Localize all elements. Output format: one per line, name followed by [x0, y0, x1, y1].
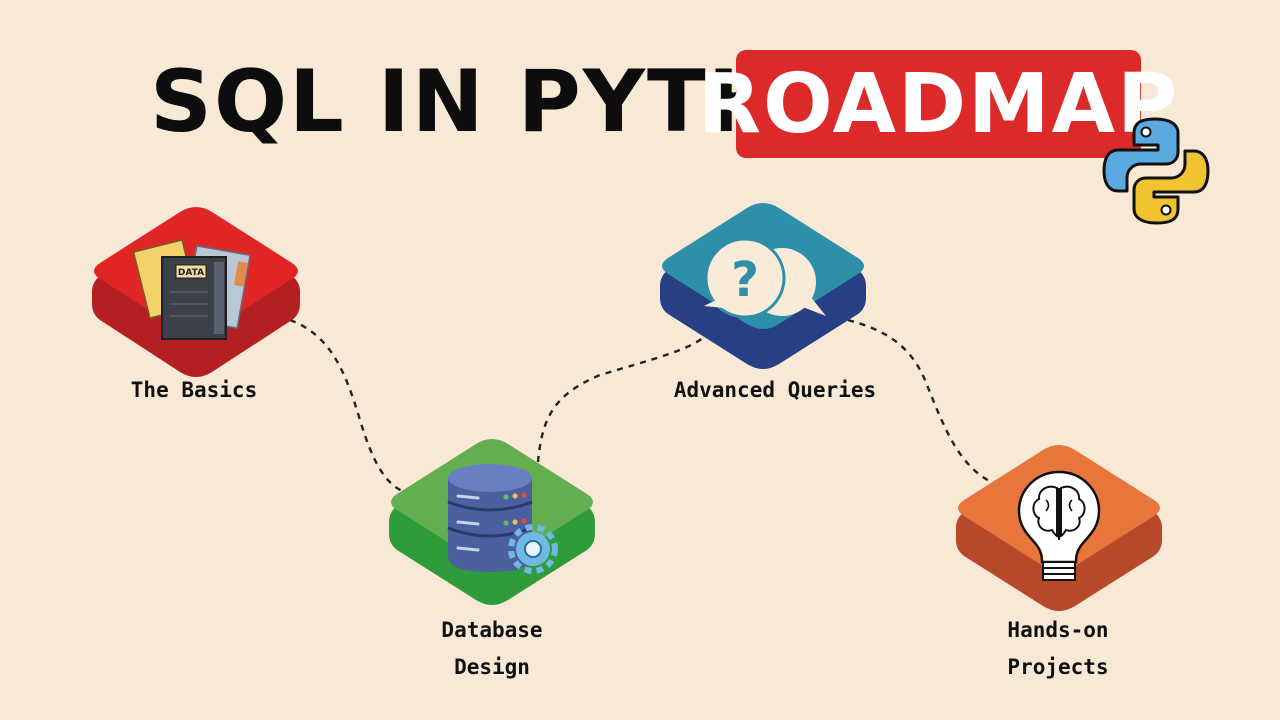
node-label-advanced-queries: Advanced Queries: [640, 372, 910, 409]
node-the-basics: DATA: [92, 207, 300, 377]
node-database-design: [389, 439, 595, 605]
svg-text:?: ?: [731, 252, 759, 308]
node-advanced-queries: ?: [660, 203, 866, 369]
data-tag-text: DATA: [178, 268, 204, 278]
connector-1-2: [290, 320, 405, 492]
node-hands-on-projects: [956, 445, 1162, 611]
node-label-the-basics: The Basics: [94, 372, 294, 409]
node-label-database-design: Database Design: [392, 612, 592, 686]
node-label-hands-on-projects: Hands-on Projects: [958, 612, 1158, 686]
